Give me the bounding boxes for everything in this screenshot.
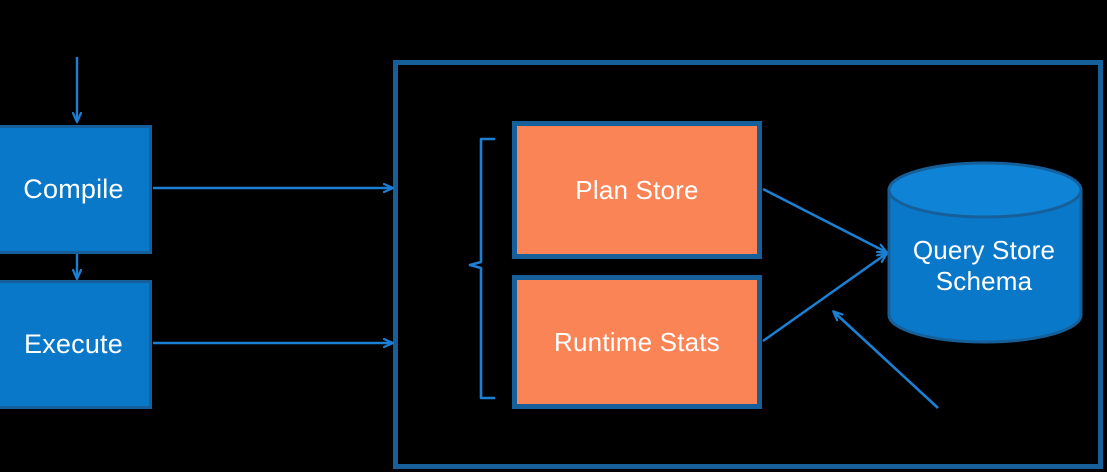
group-bracket (468, 137, 496, 400)
connector-runtimestats-to-queryschema (762, 254, 886, 343)
process-node-execute[interactable]: Execute (0, 280, 152, 409)
plan-store-label: Plan Store (575, 174, 699, 205)
compile-label: Compile (23, 173, 124, 204)
query-store-cylinder (887, 161, 1083, 344)
store-node-plan-store[interactable]: Plan Store (512, 121, 762, 259)
process-node-compile[interactable]: Compile (0, 125, 152, 254)
store-node-runtime-stats[interactable]: Runtime Stats (512, 275, 762, 409)
connector-external-to-queryschema (834, 312, 939, 409)
connector-planstore-to-queryschema (762, 187, 886, 252)
execute-label: Execute (24, 328, 123, 359)
runtime-stats-label: Runtime Stats (554, 326, 720, 357)
container-outline (393, 60, 1103, 469)
